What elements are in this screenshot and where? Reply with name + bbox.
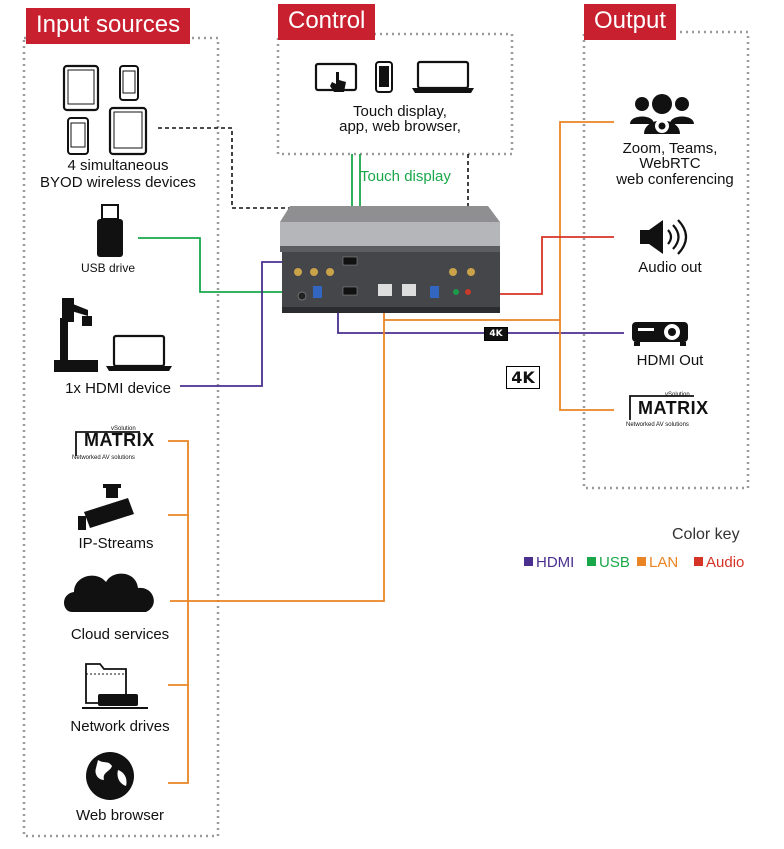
color-key-audio: Audio (694, 554, 744, 571)
hdmi-key-label: HDMI (536, 554, 575, 571)
phone-icon (119, 65, 139, 101)
speaker-icon (640, 219, 688, 255)
ip-streams-label: IP-Streams (78, 535, 154, 552)
web-browser-label: Web browser (75, 807, 165, 824)
audio-swatch (694, 557, 703, 566)
conferencing-label-line3: web conferencing (616, 171, 734, 188)
color-key-title: Color key (672, 526, 740, 543)
matrix-logo-prefix: vSolution (665, 392, 690, 398)
matrix-logo-frame (629, 395, 694, 420)
audio-key-label: Audio (706, 554, 745, 571)
output-border (582, 30, 750, 490)
output-title: Output (584, 4, 677, 40)
matrix-logo-tagline: Networked AV solutions (626, 422, 689, 428)
touch-display-icon (314, 62, 358, 92)
document-camera-icon (54, 298, 98, 372)
matrix-logo: MATRIX (638, 398, 709, 418)
conferencing-label-line2: WebRTC (639, 155, 701, 172)
matrix-logo: MATRIX (84, 430, 155, 450)
projector-icon (632, 322, 688, 346)
usb-drive-icon (97, 204, 123, 257)
usb-key-label: USB (599, 554, 630, 571)
control-title: Control (278, 4, 376, 40)
laptop-icon (412, 60, 474, 93)
laptop-icon (106, 334, 172, 371)
usb-drive-label: USB drive (80, 261, 136, 275)
tablet-icon (62, 64, 100, 112)
color-key-hdmi: HDMI (524, 554, 574, 571)
usb-swatch (587, 557, 596, 566)
tablet-icon (108, 106, 148, 156)
matrix-logo-prefix: vSolution (111, 426, 136, 432)
byod-label-line1: 4 simultaneous (67, 157, 169, 174)
audio-link (470, 236, 614, 295)
4k-badge-small: 4K (484, 327, 508, 341)
hdmi-device-label: 1x HDMI device (65, 380, 171, 397)
network-drive-icon (82, 663, 148, 709)
phone-icon (375, 61, 393, 93)
ip-camera-icon (78, 484, 134, 530)
lan-key-label: LAN (649, 554, 679, 571)
color-key-usb: USB (587, 554, 630, 571)
touch-display-label: Touch display (360, 168, 451, 185)
globe-icon (86, 752, 134, 800)
conference-people-icon (630, 94, 694, 134)
cloud-services-label: Cloud services (70, 626, 170, 643)
audio-out-label: Audio out (638, 259, 702, 276)
control-border (276, 32, 514, 156)
matrix-logo-frame (75, 431, 140, 456)
media-player-device (280, 206, 500, 313)
matrix-logo-tagline: Networked AV solutions (72, 455, 135, 461)
conferencing-label-line1: Zoom, Teams, (622, 140, 718, 157)
phone-icon (67, 117, 89, 155)
hdmi-swatch (524, 557, 533, 566)
4k-badge-large: 4K (506, 366, 540, 389)
control-caption-line1: Touch display, (353, 103, 447, 120)
control-caption-line2: app, web browser, (339, 118, 461, 135)
cloud-icon (64, 573, 154, 612)
color-key-lan: LAN (637, 554, 678, 571)
lan-swatch (637, 557, 646, 566)
input-sources-title: Input sources (26, 8, 191, 44)
wireless-links (158, 127, 469, 252)
lan-links (168, 121, 614, 784)
hdmi-out-label: HDMI Out (636, 352, 704, 369)
byod-label-line2: BYOD wireless devices (40, 174, 196, 191)
network-drives-label: Network drives (70, 718, 170, 735)
